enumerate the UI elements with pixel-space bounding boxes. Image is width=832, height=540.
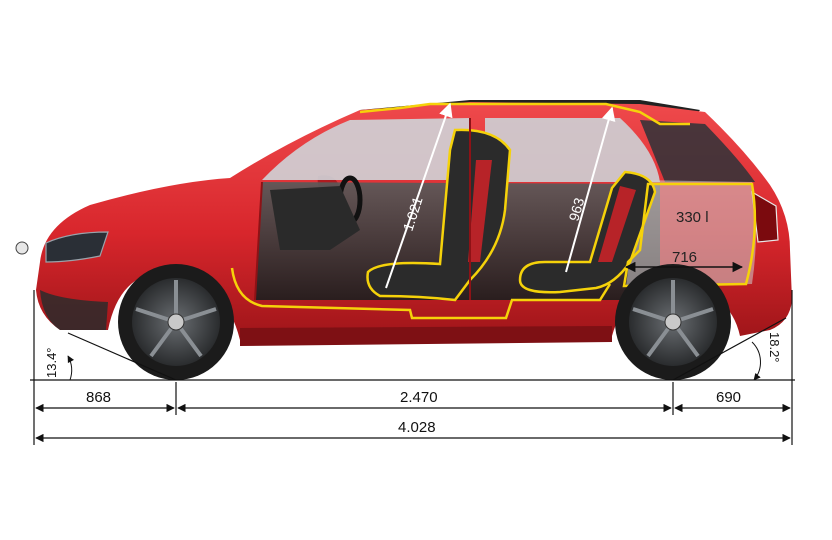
- front-hub: [167, 313, 185, 331]
- front-seat-stripe: [468, 160, 492, 262]
- rear-window: [485, 118, 660, 182]
- departure-angle-label: 18.2°: [767, 332, 782, 363]
- overall-length-label: 4.028: [398, 419, 436, 436]
- car-body: [15, 100, 792, 346]
- rear-overhang-label: 690: [716, 389, 741, 406]
- brand-badge: [15, 241, 29, 255]
- front-bumper: [40, 290, 108, 330]
- front-wheel: [118, 264, 234, 380]
- boot-area: [626, 180, 756, 286]
- rear-quarter-glass: [640, 120, 755, 182]
- interior-outline: [230, 102, 690, 320]
- rear-hub: [664, 313, 682, 331]
- departure-angle-line: [672, 317, 787, 381]
- rear-headroom-arrow: [565, 106, 616, 273]
- rear-seat-stripe: [598, 186, 636, 262]
- front-window: [262, 118, 470, 180]
- rear-wheel: [615, 264, 731, 380]
- wheelbase-label: 2.470: [400, 389, 438, 406]
- boot-volume-label: 330 l: [676, 209, 709, 226]
- front-headroom-arrow: [385, 102, 453, 289]
- boot-length-label: 716: [672, 249, 697, 266]
- approach-angle-arc: [67, 355, 75, 381]
- door-opening: [254, 118, 471, 301]
- departure-angle-arc: [751, 341, 761, 381]
- extension-lines: [33, 290, 793, 445]
- headlight: [45, 231, 109, 263]
- boot-outline: [622, 182, 757, 288]
- front-overhang-label: 868: [86, 389, 111, 406]
- sill: [240, 326, 612, 346]
- dashboard: [270, 186, 360, 250]
- rear-headroom-label: 963: [566, 196, 588, 223]
- approach-angle-line: [67, 332, 177, 381]
- approach-angle-label: 13.4°: [44, 347, 59, 378]
